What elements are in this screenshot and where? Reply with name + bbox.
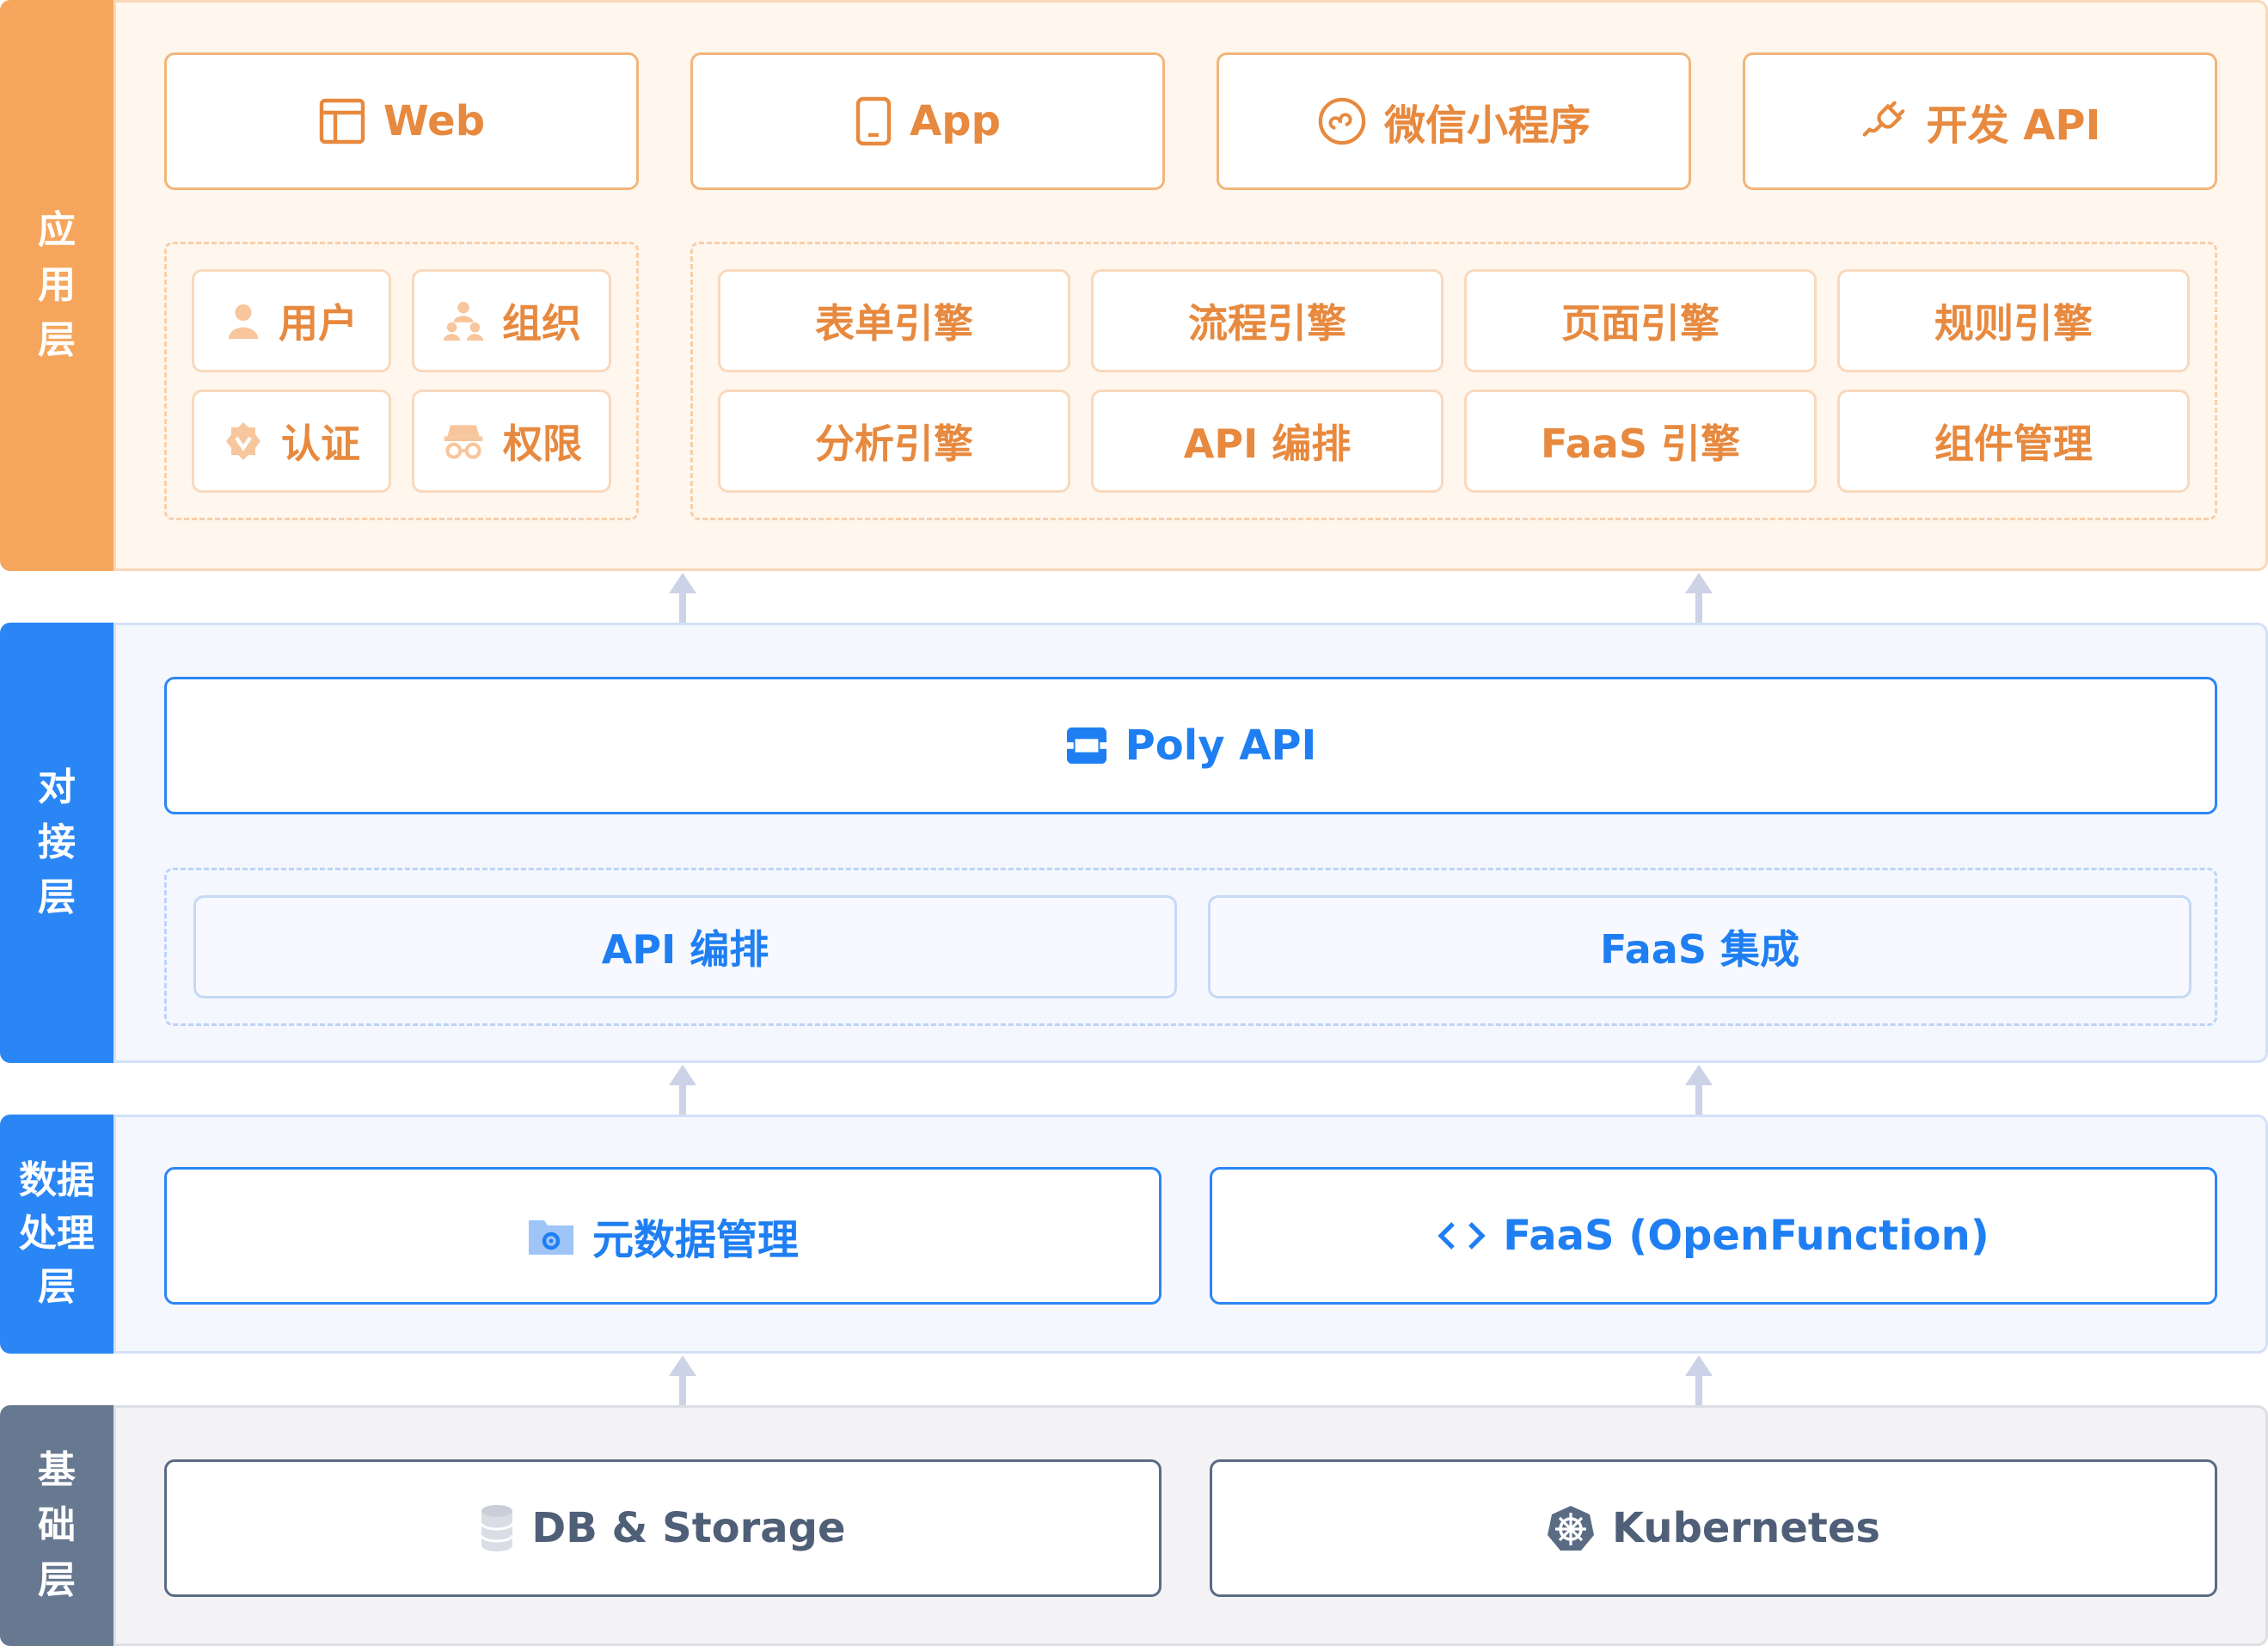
badge-icon (223, 421, 264, 462)
layer-label-char: 接 (38, 820, 76, 864)
client-card-app[interactable]: App (690, 52, 1165, 190)
integration-layer: 对 接 层 Poly API API 编排 FaaS 集成 (0, 623, 2268, 1063)
engine-group (690, 242, 2217, 520)
faas-integration-card[interactable]: FaaS 集成 (1208, 895, 2191, 998)
engine-form[interactable]: 表单引擎 (718, 269, 1070, 372)
engine-component-management[interactable]: 组件管理 (1837, 390, 2190, 493)
code-icon (1437, 1219, 1486, 1253)
layer-label-line: 处理 (19, 1212, 95, 1256)
engine-faas[interactable]: FaaS 引擎 (1464, 390, 1817, 493)
integration-layer-body: Poly API API 编排 FaaS 集成 (113, 623, 2268, 1063)
engine-page[interactable]: 页面引擎 (1464, 269, 1817, 372)
client-card-mini-program[interactable]: 微信小程序 (1217, 52, 1691, 190)
phone-icon (855, 95, 892, 147)
layer-label-char: 层 (38, 1558, 76, 1602)
up-arrow-icon (1685, 1355, 1713, 1405)
layer-label-char: 应 (38, 208, 76, 252)
engine-rule[interactable]: 规则引擎 (1837, 269, 2190, 372)
engine-label: 流程引擎 (1188, 300, 1346, 347)
application-layer: 应 用 层 Web App 微信小程序 开发 API (0, 0, 2268, 571)
data-processing-layer: 数据 处理 层 元数据管理 FaaS (OpenFunction) (0, 1115, 2268, 1354)
engine-label: 页面引擎 (1561, 300, 1719, 347)
client-label: 微信小程序 (1383, 101, 1591, 150)
module-label: DB & Storage (531, 1504, 846, 1552)
engine-api-orchestration[interactable]: API 编排 (1091, 390, 1444, 493)
client-label: App (910, 97, 1001, 145)
layer-label-line: 层 (38, 1265, 76, 1309)
engine-label: FaaS 引擎 (1541, 421, 1740, 467)
module-label: 元数据管理 (592, 1216, 799, 1264)
org-icon (442, 299, 485, 342)
layer-label-line: 数据 (19, 1158, 95, 1202)
module-user[interactable]: 用户 (192, 269, 391, 372)
application-layer-label: 应 用 层 (0, 0, 113, 571)
module-label: Kubernetes (1612, 1504, 1880, 1552)
client-card-web[interactable]: Web (164, 52, 639, 190)
integration-module-group (164, 868, 2217, 1026)
layer-label-char: 层 (38, 318, 76, 362)
engine-workflow[interactable]: 流程引擎 (1091, 269, 1444, 372)
user-icon (225, 301, 261, 341)
client-label: Web (383, 97, 486, 145)
up-arrow-icon (669, 573, 696, 623)
poly-api-label: Poly API (1125, 722, 1317, 770)
poly-api-icon (1065, 726, 1108, 765)
kubernetes-icon (1547, 1504, 1595, 1552)
account-module-group (164, 242, 639, 520)
client-label: 开发 API (1926, 101, 2101, 150)
module-label: 组织 (502, 300, 581, 347)
layer-label-char: 对 (38, 765, 76, 809)
permission-icon (441, 421, 486, 461)
module-label: 认证 (281, 421, 360, 467)
module-label: 权限 (503, 421, 582, 467)
db-storage-card[interactable]: DB & Storage (164, 1459, 1162, 1597)
metadata-management-card[interactable]: 元数据管理 (164, 1167, 1162, 1305)
layer-label-char: 层 (38, 875, 76, 919)
up-arrow-icon (669, 1355, 696, 1405)
layer-label-char: 基 (38, 1448, 76, 1492)
faas-openfunction-card[interactable]: FaaS (OpenFunction) (1210, 1167, 2217, 1305)
engine-label: 组件管理 (1934, 421, 2093, 467)
layout-icon (318, 97, 366, 145)
module-label: API 编排 (601, 926, 769, 973)
data-processing-layer-body: 元数据管理 FaaS (OpenFunction) (113, 1115, 2268, 1354)
module-permission[interactable]: 权限 (412, 390, 611, 493)
module-auth[interactable]: 认证 (192, 390, 391, 493)
module-label: FaaS 集成 (1600, 926, 1799, 973)
module-label: FaaS (OpenFunction) (1503, 1212, 1989, 1260)
data-processing-layer-label: 数据 处理 层 (0, 1115, 113, 1354)
kubernetes-card[interactable]: Kubernetes (1210, 1459, 2217, 1597)
integration-layer-label: 对 接 层 (0, 623, 113, 1063)
plug-icon (1860, 96, 1909, 146)
layer-label-char: 用 (38, 263, 76, 307)
engine-label: 分析引擎 (815, 421, 973, 467)
base-layer: 基 础 层 DB & Storage Kubernetes (0, 1405, 2268, 1646)
database-icon (480, 1504, 514, 1552)
up-arrow-icon (669, 1065, 696, 1115)
engine-label: 表单引擎 (815, 300, 973, 347)
application-layer-body: Web App 微信小程序 开发 API 用户 (113, 0, 2268, 571)
engine-label: API 编排 (1183, 421, 1352, 467)
client-card-dev-api[interactable]: 开发 API (1743, 52, 2217, 190)
module-label: 用户 (279, 300, 358, 347)
base-layer-label: 基 础 层 (0, 1405, 113, 1646)
up-arrow-icon (1685, 1065, 1713, 1115)
folder-gear-icon (527, 1215, 575, 1256)
api-orchestration-card[interactable]: API 编排 (193, 895, 1177, 998)
engine-label: 规则引擎 (1934, 300, 2093, 347)
up-arrow-icon (1685, 573, 1713, 623)
engine-analysis[interactable]: 分析引擎 (718, 390, 1070, 493)
module-org[interactable]: 组织 (412, 269, 611, 372)
mini-program-icon (1317, 96, 1367, 146)
layer-label-char: 础 (38, 1503, 76, 1547)
poly-api-card[interactable]: Poly API (164, 677, 2217, 814)
base-layer-body: DB & Storage Kubernetes (113, 1405, 2268, 1646)
